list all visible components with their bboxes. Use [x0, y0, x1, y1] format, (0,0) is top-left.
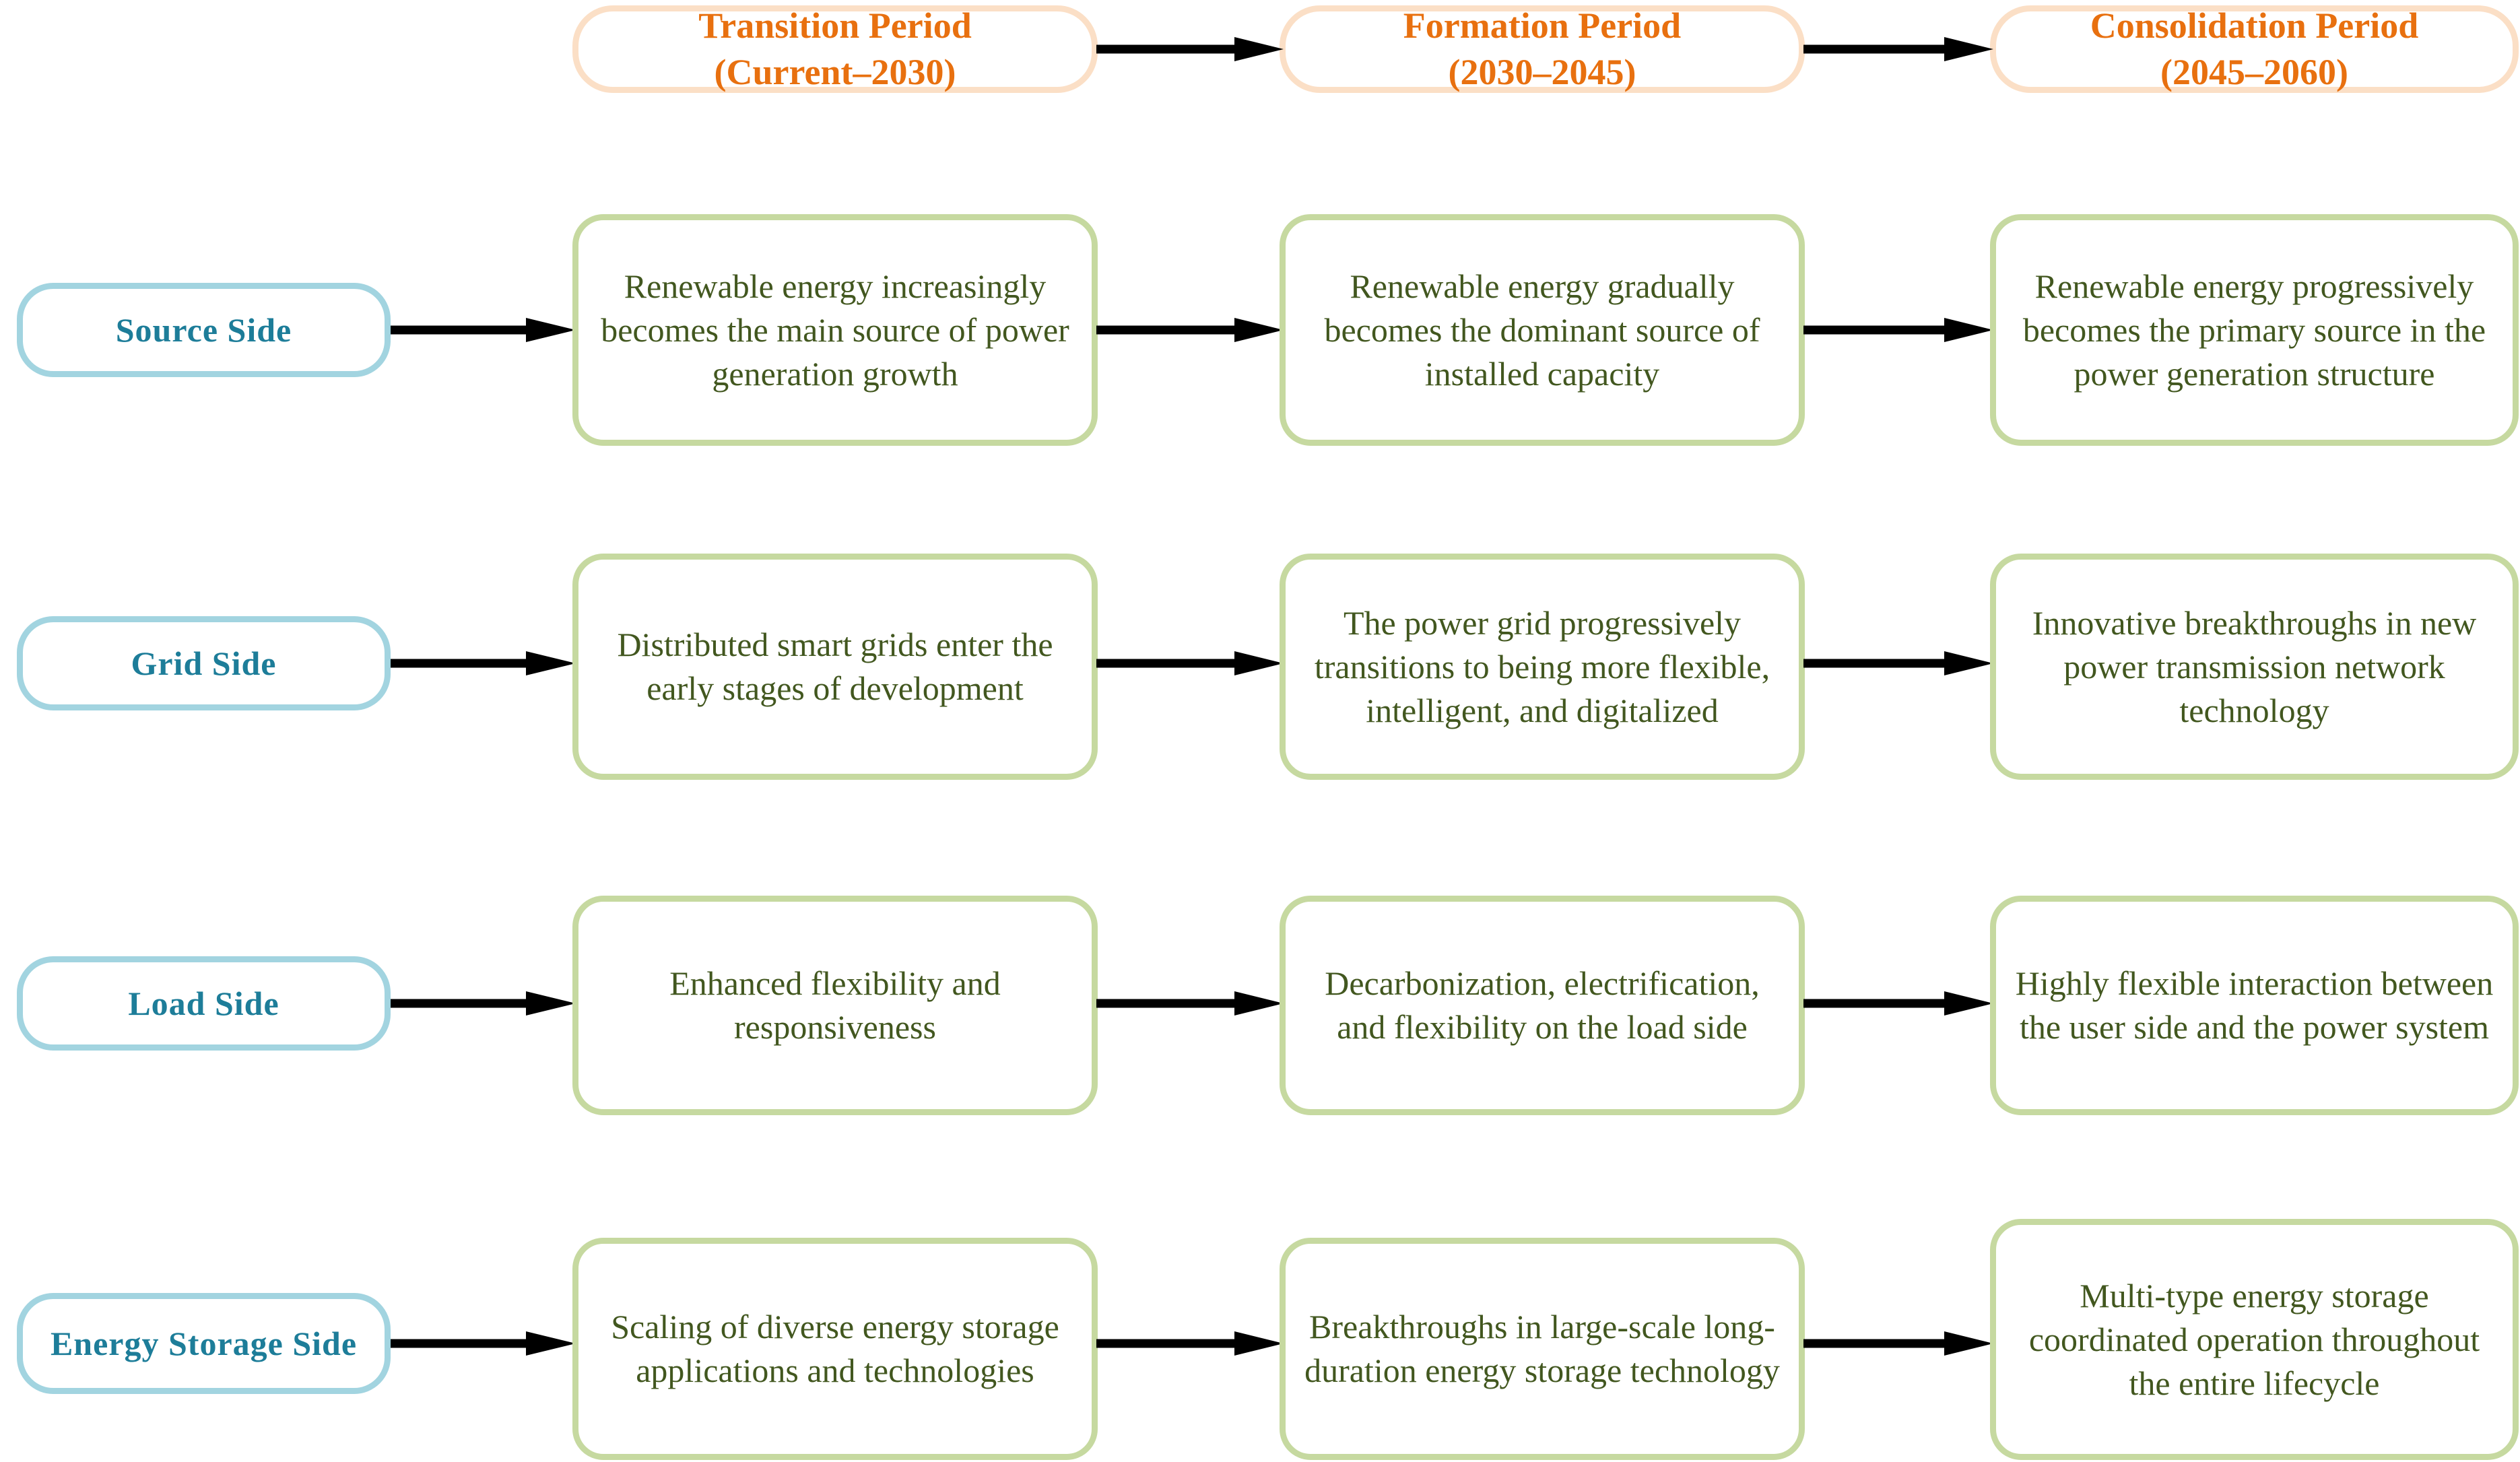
cell-storage-consolidation: Multi-type energy storage coordinated op…	[1990, 1219, 2519, 1460]
cell-text: Renewable energy gradually becomes the d…	[1324, 267, 1760, 393]
arrow-right-icon	[1803, 651, 1993, 675]
period-span: (2030–2045)	[1448, 52, 1636, 92]
arrow-right-icon	[1803, 37, 1993, 61]
arrow-right-icon	[1096, 651, 1284, 675]
cell-text: The power grid progressively transitions…	[1314, 603, 1770, 729]
arrow-cell-storage-transition-to-formation	[1096, 1330, 1284, 1357]
sidebar-item-label: Energy Storage Side	[50, 1324, 358, 1362]
period-header-consolidation: Consolidation Period (2045–2060)	[1990, 5, 2519, 93]
cell-load-consolidation: Highly flexible interaction between the …	[1990, 896, 2519, 1115]
period-title: Consolidation Period	[2090, 5, 2419, 46]
sidebar-item-grid-side[interactable]: Grid Side	[17, 616, 391, 710]
sidebar-item-load-side[interactable]: Load Side	[17, 956, 391, 1051]
sidebar-item-label: Load Side	[128, 984, 279, 1022]
cell-text: Multi-type energy storage coordinated op…	[2028, 1276, 2480, 1402]
period-title: Transition Period	[698, 5, 972, 46]
cell-text: Enhanced flexibility and responsiveness	[669, 964, 1001, 1046]
cell-load-formation: Decarbonization, electrification, and fl…	[1280, 896, 1805, 1115]
arrow-period-transition-to-formation	[1096, 36, 1284, 63]
cell-grid-formation: The power grid progressively transitions…	[1280, 554, 1805, 780]
arrow-right-icon	[391, 318, 576, 342]
arrow-cell-source-formation-to-consolidation	[1803, 317, 1993, 343]
cell-text: Renewable energy progressively becomes t…	[2022, 267, 2486, 393]
cell-text: Highly flexible interaction between the …	[2015, 964, 2494, 1046]
arrow-cell-grid-transition-to-formation	[1096, 650, 1284, 677]
arrow-right-icon	[1096, 1331, 1284, 1356]
arrow-source-side-to-transition	[391, 317, 576, 343]
cell-text: Breakthroughs in large-scale long-durati…	[1304, 1308, 1780, 1389]
cell-text: Innovative breakthroughs in new power tr…	[2032, 603, 2477, 729]
cell-grid-transition: Distributed smart grids enter the early …	[572, 554, 1098, 780]
arrow-right-icon	[1096, 37, 1284, 61]
arrow-right-icon	[1096, 991, 1284, 1016]
arrow-cell-grid-formation-to-consolidation	[1803, 650, 1993, 677]
cell-source-consolidation: Renewable energy progressively becomes t…	[1990, 214, 2519, 446]
period-span: (Current–2030)	[714, 52, 956, 92]
arrow-right-icon	[1096, 318, 1284, 342]
arrow-period-formation-to-consolidation	[1803, 36, 1993, 63]
cell-text: Scaling of diverse energy storage applic…	[611, 1308, 1059, 1389]
cell-text: Decarbonization, electrification, and fl…	[1325, 964, 1760, 1046]
sidebar-item-label: Grid Side	[131, 644, 277, 682]
cell-source-transition: Renewable energy increasingly becomes th…	[572, 214, 1098, 446]
arrow-cell-load-formation-to-consolidation	[1803, 990, 1993, 1017]
period-header-formation: Formation Period (2030–2045)	[1280, 5, 1805, 93]
cell-text: Renewable energy increasingly becomes th…	[601, 267, 1069, 393]
cell-storage-formation: Breakthroughs in large-scale long-durati…	[1280, 1238, 1805, 1460]
sidebar-item-source-side[interactable]: Source Side	[17, 283, 391, 377]
arrow-cell-load-transition-to-formation	[1096, 990, 1284, 1017]
arrow-right-icon	[1803, 1331, 1993, 1356]
arrow-right-icon	[1803, 318, 1993, 342]
sidebar-item-energy-storage-side[interactable]: Energy Storage Side	[17, 1293, 391, 1394]
cell-text: Distributed smart grids enter the early …	[617, 626, 1053, 707]
arrow-energy-storage-side-to-transition	[391, 1330, 576, 1357]
cell-load-transition: Enhanced flexibility and responsiveness	[572, 896, 1098, 1115]
cell-storage-transition: Scaling of diverse energy storage applic…	[572, 1238, 1098, 1460]
arrow-right-icon	[1803, 991, 1993, 1016]
arrow-right-icon	[391, 991, 576, 1016]
cell-source-formation: Renewable energy gradually becomes the d…	[1280, 214, 1805, 446]
arrow-right-icon	[391, 651, 576, 675]
arrow-right-icon	[391, 1331, 576, 1356]
sidebar-item-label: Source Side	[115, 310, 292, 349]
arrow-cell-storage-formation-to-consolidation	[1803, 1330, 1993, 1357]
arrow-cell-source-transition-to-formation	[1096, 317, 1284, 343]
period-span: (2045–2060)	[2160, 52, 2348, 92]
arrow-load-side-to-transition	[391, 990, 576, 1017]
arrow-grid-side-to-transition	[391, 650, 576, 677]
period-title: Formation Period	[1403, 5, 1682, 46]
cell-grid-consolidation: Innovative breakthroughs in new power tr…	[1990, 554, 2519, 780]
period-header-transition: Transition Period (Current–2030)	[572, 5, 1098, 93]
